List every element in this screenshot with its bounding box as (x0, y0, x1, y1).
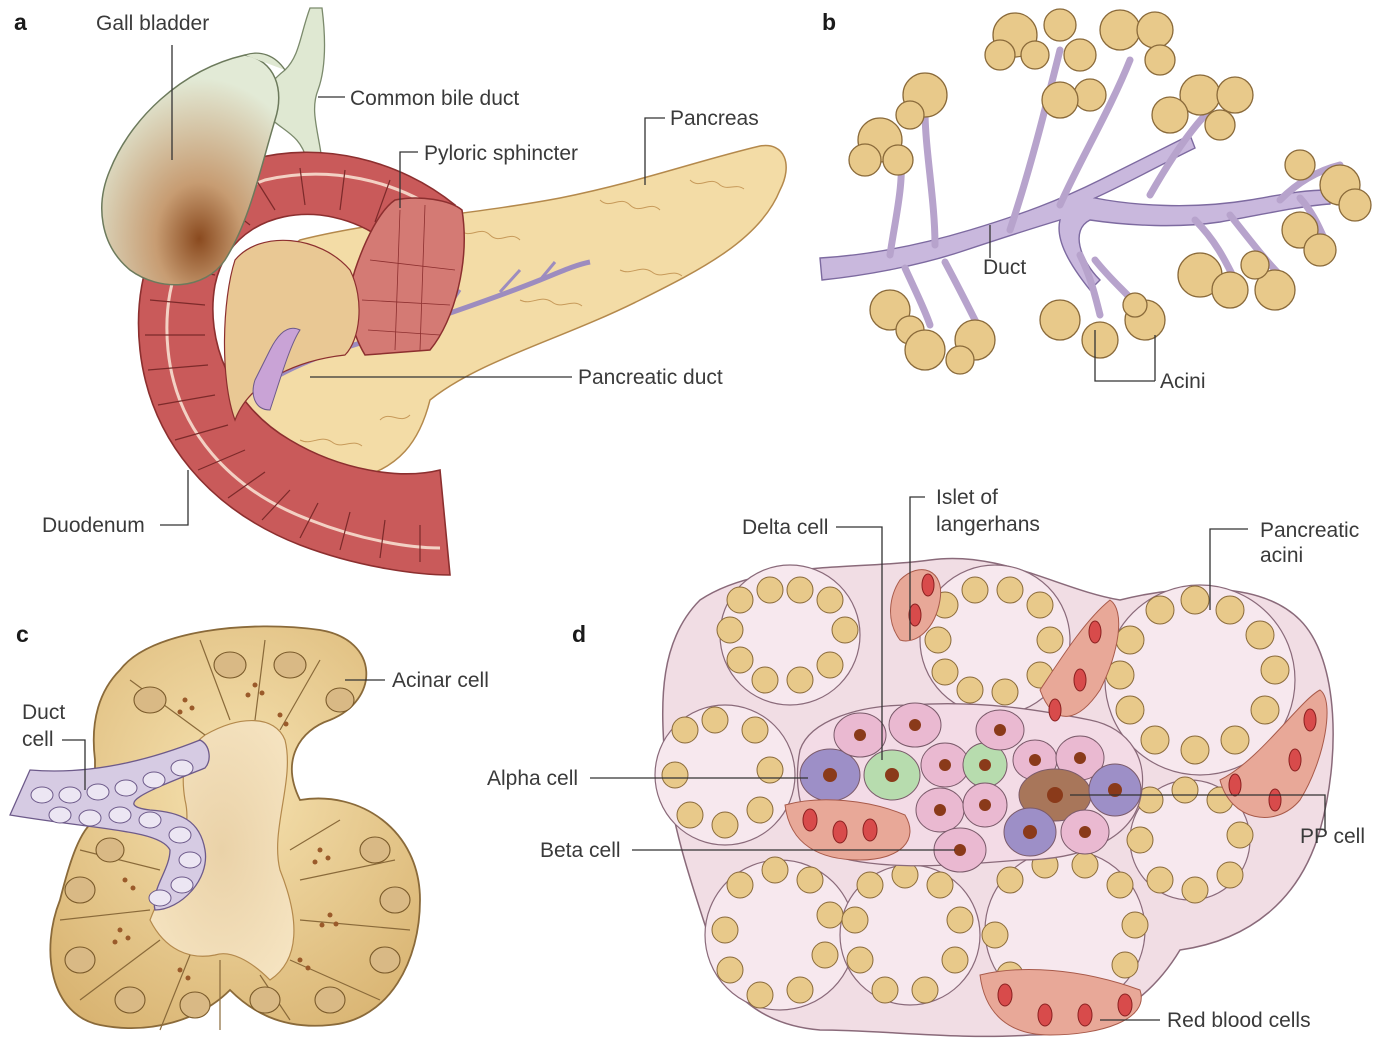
panel-label-a: a (14, 9, 27, 35)
label-pp-cell: PP cell (1300, 825, 1365, 848)
label-alpha-cell: Alpha cell (487, 767, 578, 790)
label-duct-cell-line2: cell (22, 728, 54, 751)
panel-label-c: c (16, 621, 29, 647)
label-red-blood-cells: Red blood cells (1167, 1009, 1311, 1032)
label-pancreatic-acini-line1: Pancreatic (1260, 519, 1359, 542)
label-duodenum: Duodenum (42, 514, 145, 537)
panel-label-d: d (572, 621, 586, 647)
label-pancreatic-acini-line2: acini (1260, 544, 1303, 567)
panel-d-illustration (655, 558, 1333, 1036)
label-islet-line2: langerhans (936, 513, 1040, 536)
label-pancreas: Pancreas (670, 107, 759, 130)
label-gall-bladder: Gall bladder (96, 12, 209, 35)
label-acinar-cell: Acinar cell (392, 669, 489, 692)
label-islet-line1: Islet of (936, 486, 998, 509)
panel-b-illustration (820, 9, 1371, 374)
panel-c-illustration (10, 626, 420, 1030)
label-acini: Acini (1160, 370, 1206, 393)
label-delta-cell: Delta cell (742, 516, 828, 539)
label-duct-cell-line1: Duct (22, 701, 65, 724)
label-pyloric-sphincter: Pyloric sphincter (424, 142, 578, 165)
label-common-bile-duct: Common bile duct (350, 87, 519, 110)
label-beta-cell: Beta cell (540, 839, 621, 862)
label-duct: Duct (983, 256, 1026, 279)
panel-label-b: b (822, 9, 836, 35)
label-pancreatic-duct: Pancreatic duct (578, 366, 723, 389)
